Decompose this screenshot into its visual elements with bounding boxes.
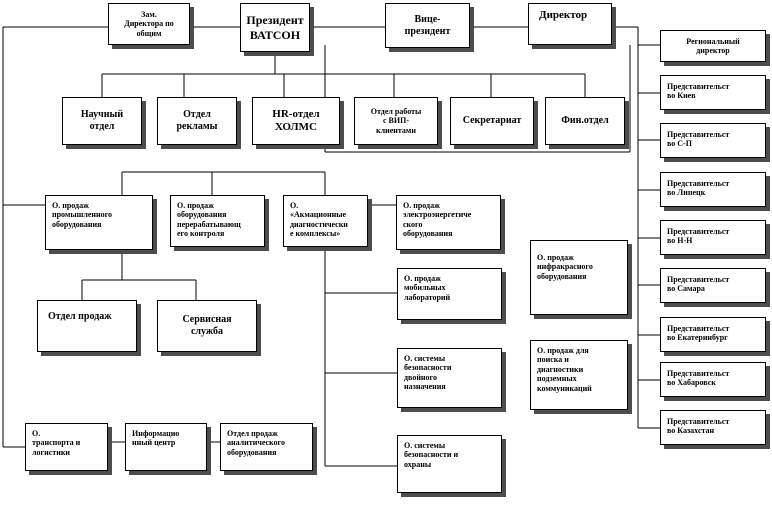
sales-department-label: Отдел продаж [48,311,112,322]
finance-dept-label: Фин.отдел [561,115,609,127]
sales-department-box: Отдел продаж [37,300,137,352]
office-kazakhstan-label: Представительст во Казахстан [667,417,730,436]
regions-bus [637,27,660,429]
vip-dept-box: Отдел работы с ВИП- клиентами [354,97,438,145]
office-khabarovsk-label: Представительст во Хабаровск [667,369,730,388]
president-box: Президент ВАТСОН [240,3,310,52]
office-spb-label: Представительст во С-П [667,130,730,149]
transport-logistics-box: О. транспорта и логистики [25,423,108,471]
analytic-sales-label: Отдел продаж аналитического оборудования [227,429,285,457]
processing-sales-box: О. продаж оборудования перерабатывающ ег… [170,195,265,247]
electro-sales-label: О. продаж электроэнергетиче ского оборуд… [403,201,472,239]
office-samara-label: Представительст во Самара [667,275,730,294]
industrial-sales-label: О. продаж промышленного оборудования [52,201,113,229]
service-box: Сервисная служба [157,300,257,352]
hr-dept-box: HR-отдел ХОЛМС [252,97,340,145]
office-kiev-label: Представительст во Киев [667,82,730,101]
infrared-sales-box: О. продаж инфракрасного оборудования [530,240,628,315]
transport-logistics-label: О. транспорта и логистики [32,429,81,457]
info-center-label: Информацио нный центр [132,429,180,448]
infrared-sales-label: О. продаж инфракрасного оборудования [537,253,593,281]
office-samara-box: Представительст во Самара [660,268,766,303]
director-box: Директор [528,3,612,45]
secretariat-label: Секретариат [462,115,522,127]
president-label: Президент ВАТСОН [246,13,304,42]
left-vertical-bus [2,27,45,448]
advert-dept-label: Отдел рекламы [176,109,218,132]
industrial-subbus [81,250,197,300]
office-kazakhstan-box: Представительст во Казахстан [660,410,766,445]
security-dual-box: О. системы безопасности двойного назначе… [397,348,502,408]
industrial-sales-box: О. продаж промышленного оборудования [45,195,153,250]
security-guard-box: О. системы безопасности и охраны [397,435,502,493]
director-label: Директор [539,9,588,21]
advert-dept-box: Отдел рекламы [157,97,237,145]
acoustic-complexes-label: О. «Акмационные диагностически е комплек… [290,201,348,239]
vip-dept-label: Отдел работы с ВИП- клиентами [370,106,422,135]
deputy-director-label: Зам. Директора по общим [124,9,174,38]
departments-bus [101,52,586,97]
office-ekb-label: Представительст во Екатеринбург [667,324,730,343]
mobile-labs-box: О. продаж мобильных лабораторий [397,268,502,320]
regional-director-label: Региональный директор [686,36,740,55]
science-dept-label: Научный отдел [80,109,124,132]
regional-director-box: Региональный директор [660,30,766,62]
service-label: Сервисная служба [182,314,232,337]
processing-sales-label: О. продаж оборудования перерабатывающ ег… [177,201,241,239]
vice-president-label: Вице- президент [404,13,451,37]
info-center-box: Информацио нный центр [125,423,207,471]
acoustic-subbus [324,247,397,467]
mobile-labs-label: О. продаж мобильных лабораторий [404,274,451,302]
hr-dept-label: HR-отдел ХОЛМС [272,108,320,133]
analytic-sales-box: Отдел продаж аналитического оборудования [220,423,313,471]
office-nn-label: Представительст во Н-Н [667,227,730,246]
security-dual-label: О. системы безопасности двойного назначе… [404,354,452,392]
office-nn-box: Представительст во Н-Н [660,220,766,255]
search-diagnostics-box: О. продаж для поиска и диагностики подзе… [530,340,628,410]
deputy-director-box: Зам. Директора по общим [108,3,190,45]
vice-president-box: Вице- президент [385,3,470,48]
secretariat-box: Секретариат [450,97,534,145]
security-guard-label: О. системы безопасности и охраны [404,441,459,469]
office-khabarovsk-box: Представительст во Хабаровск [660,362,766,397]
finance-dept-box: Фин.отдел [545,97,625,145]
electro-sales-box: О. продаж электроэнергетиче ского оборуд… [396,195,501,250]
search-diagnostics-label: О. продаж для поиска и диагностики подзе… [537,346,592,393]
office-spb-box: Представительст во С-П [660,123,766,158]
office-kiev-box: Представительст во Киев [660,75,766,110]
science-dept-box: Научный отдел [62,97,142,145]
office-lipetsk-label: Представительст во Липецк [667,179,730,198]
office-ekb-box: Представительст во Екатеринбург [660,317,766,352]
acoustic-complexes-box: О. «Акмационные диагностически е комплек… [283,195,368,247]
office-lipetsk-box: Представительст во Липецк [660,172,766,207]
